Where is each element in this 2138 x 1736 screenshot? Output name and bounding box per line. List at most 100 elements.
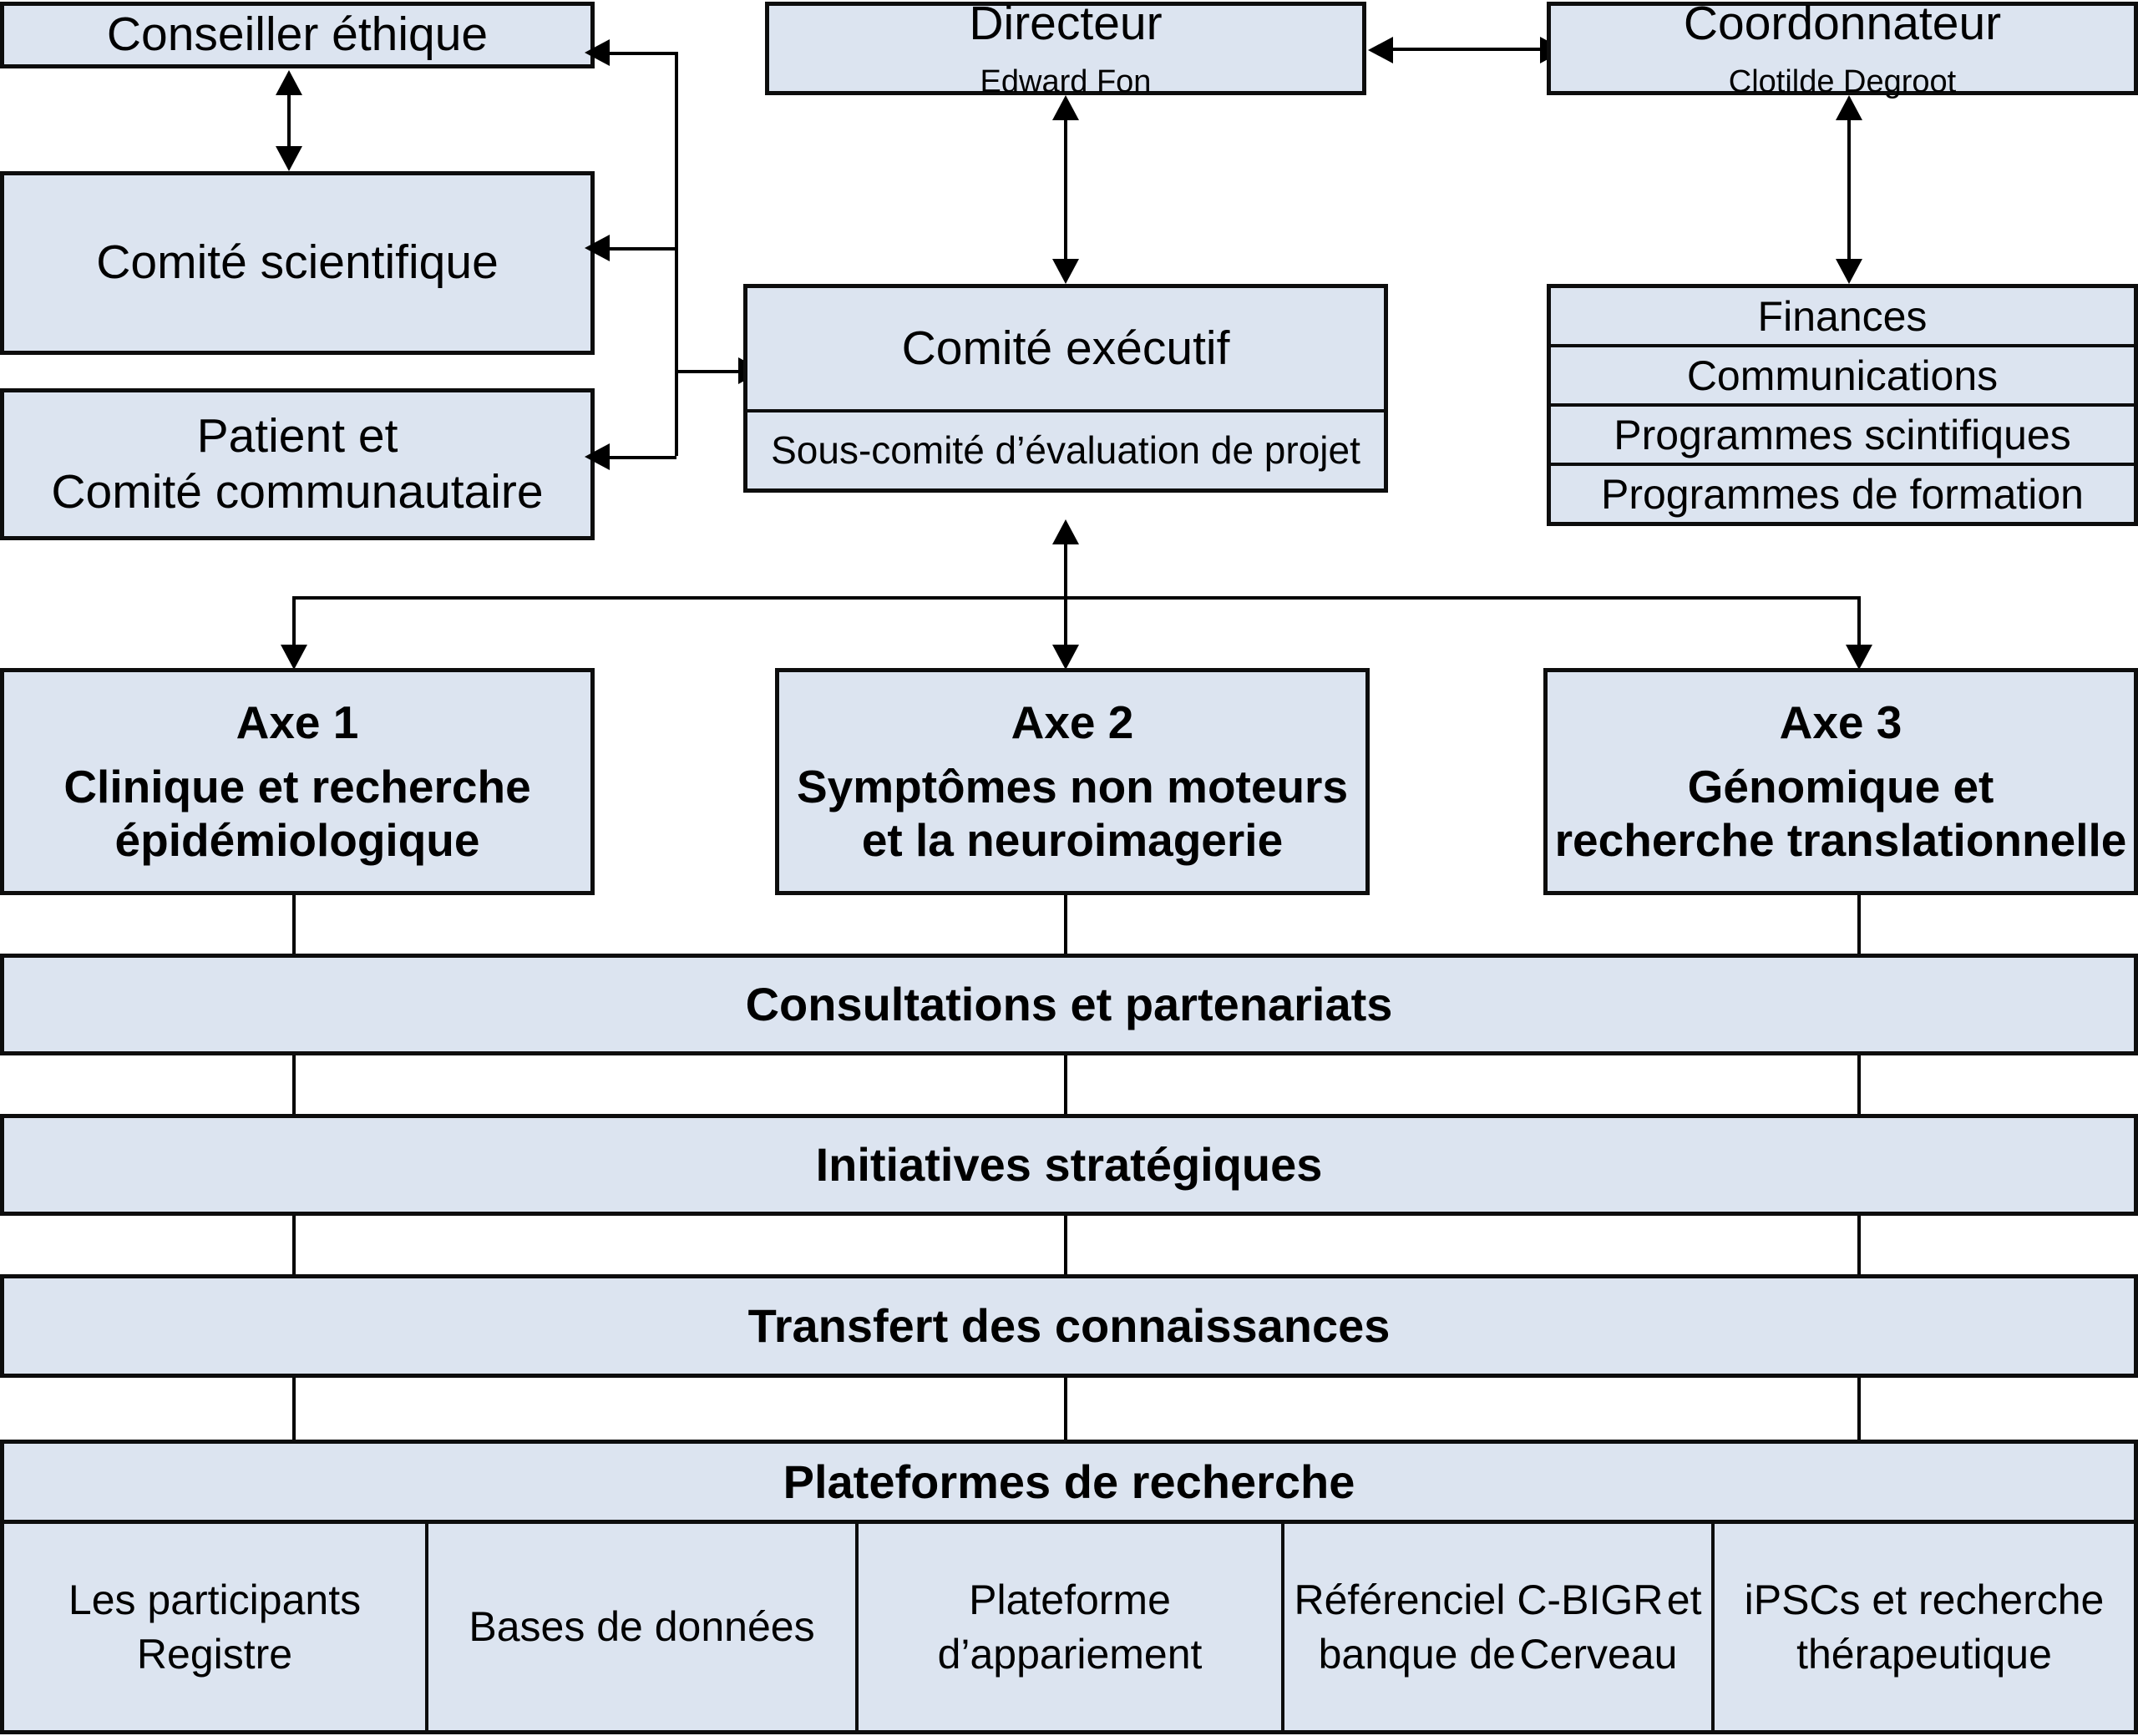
coordinator-unit-training-programs[interactable]: Programmes de formation	[1551, 466, 2134, 522]
band-label: Consultations et partenariats	[745, 977, 1393, 1030]
platform-label-line2: d’appariement	[937, 1630, 1203, 1678]
arrowhead-up-subcommittee	[1052, 519, 1079, 544]
coordinator-units-stack: Finances Communications Programmes scint…	[1547, 284, 2138, 526]
connector-ethics-scientific	[287, 92, 291, 149]
arrowhead-down-axe1	[281, 645, 307, 670]
coordinator-unit-label: Programmes de formation	[1600, 470, 2084, 518]
patient-committee-label-line1: Patient et	[196, 408, 398, 463]
patient-committee-label-line2: Comité communautaire	[51, 465, 544, 519]
band-label: Initiatives stratégiques	[815, 1137, 1323, 1191]
connector-director-coordinator	[1393, 48, 1542, 51]
platform-label-line2: Registre	[136, 1630, 293, 1678]
axe-3-number: Axe 3	[1779, 696, 1902, 748]
platform-label-line3: Cerveau	[1519, 1630, 1678, 1678]
platform-ipscs-therapeutic[interactable]: iPSCs et recherche thérapeutique	[1715, 1524, 2134, 1730]
project-subcommittee-label: Sous-comité d’évaluation de projet	[771, 428, 1360, 473]
box-axe-1[interactable]: Axe 1 Clinique et recherche épidémiologi…	[0, 668, 595, 895]
executive-committee-title-area: Comité exécutif	[747, 288, 1384, 412]
connector-director-executive	[1064, 119, 1067, 261]
arrowhead-up-coordinator	[1836, 95, 1862, 120]
arrowhead-left-patient	[585, 443, 610, 470]
platform-participants-registry[interactable]: Les participants Registre	[4, 1524, 428, 1730]
band-label: Transfert des connaissances	[747, 1298, 1391, 1352]
platform-label-line1: Plateforme	[969, 1576, 1171, 1623]
platform-label-line2: thérapeutique	[1796, 1630, 2052, 1678]
axe-1-line2: épidémiologique	[114, 814, 480, 867]
box-coordinator[interactable]: Coordonnateur Clotilde Degroot	[1547, 0, 2138, 99]
ethics-advisor-label: Conseiller éthique	[106, 8, 489, 62]
coordinator-unit-communications[interactable]: Communications	[1551, 347, 2134, 407]
box-scientific-committee[interactable]: Comité scientifique	[0, 171, 595, 355]
tie-band3-to-platforms	[292, 1376, 296, 1441]
tie-band2-to-band3-center	[1064, 1212, 1067, 1279]
tie-band2-to-band3	[292, 1212, 296, 1279]
tie-band2-to-band3-right	[1857, 1212, 1861, 1279]
arrowhead-down-executive	[1052, 259, 1079, 284]
arrowhead-left-ethics	[585, 39, 610, 66]
box-axe-2[interactable]: Axe 2 Symptômes non moteurs et la neuroi…	[775, 668, 1370, 895]
connector-bus-down-axe2	[1064, 596, 1067, 648]
box-axe-3[interactable]: Axe 3 Génomique et recherche translation…	[1543, 668, 2138, 895]
band-strategic-initiatives[interactable]: Initiatives stratégiques	[0, 1114, 2138, 1216]
tie-axe3-to-bands	[1857, 895, 1861, 955]
tie-band1-to-band2	[292, 1054, 296, 1117]
arrowhead-up-ethics	[276, 70, 302, 95]
coordinator-unit-label: Programmes scintifiques	[1614, 411, 2071, 458]
axe-2-number: Axe 2	[1011, 696, 1134, 748]
arrowhead-up-director	[1052, 95, 1079, 120]
platform-matching[interactable]: Plateforme d’appariement	[859, 1524, 1284, 1730]
arrowhead-down-axe2	[1052, 645, 1079, 670]
box-director[interactable]: Directeur Edward Fon	[765, 0, 1366, 99]
band-consultations-partnerships[interactable]: Consultations et partenariats	[0, 954, 2138, 1055]
coordinator-name-label: Clotilde Degroot	[1728, 64, 1957, 100]
director-role-label: Directeur	[969, 0, 1163, 50]
connector-coordinator-units	[1847, 119, 1851, 261]
axe-1-line1: Clinique et recherche	[63, 760, 531, 812]
platform-label-line2: et banque de	[1318, 1576, 1702, 1678]
platforms-title-label: Plateformes de recherche	[783, 1455, 1355, 1508]
project-subcommittee-area[interactable]: Sous-comité d’évaluation de projet	[747, 412, 1384, 488]
band-knowledge-transfer[interactable]: Transfert des connaissances	[0, 1274, 2138, 1378]
platform-cbigr-brain-bank[interactable]: Référenciel C-BIGR et banque de Cerveau	[1284, 1524, 1715, 1730]
axe-2-line2: et la neuroimagerie	[861, 814, 1284, 867]
box-patient-community-committee[interactable]: Patient et Comité communautaire	[0, 388, 595, 540]
axe-3-line2: recherche translationnelle	[1554, 814, 2127, 867]
coordinator-unit-scientific-programs[interactable]: Programmes scintifiques	[1551, 407, 2134, 466]
platform-label-line1: Référenciel C-BIGR	[1294, 1576, 1664, 1623]
arrowhead-down-units	[1836, 259, 1862, 284]
tie-axe1-to-bands	[292, 895, 296, 955]
tie-axe2-to-bands	[1064, 895, 1067, 955]
connector-to-patient	[610, 456, 676, 459]
platform-label-line1: iPSCs et recherche	[1744, 1576, 2105, 1623]
coordinator-unit-finances[interactable]: Finances	[1551, 288, 2134, 347]
tie-band3-to-platforms-center	[1064, 1376, 1067, 1441]
connector-axes-to-executive	[1064, 543, 1067, 598]
box-executive-committee[interactable]: Comité exécutif Sous-comité d’évaluation…	[743, 284, 1388, 493]
executive-committee-label: Comité exécutif	[901, 321, 1230, 376]
platform-databases[interactable]: Bases de données	[428, 1524, 859, 1730]
platform-label-line1: Les participants	[68, 1576, 362, 1623]
axe-1-number: Axe 1	[236, 696, 359, 748]
tie-band1-to-band2-center	[1064, 1054, 1067, 1117]
axes-distribution-bus	[292, 596, 1861, 600]
director-name-label: Edward Fon	[980, 64, 1152, 100]
arrowhead-down-scientific	[276, 146, 302, 171]
box-ethics-advisor[interactable]: Conseiller éthique	[0, 2, 595, 68]
connector-to-scientific	[610, 247, 676, 251]
tie-band1-to-band2-right	[1857, 1054, 1861, 1117]
coordinator-unit-label: Communications	[1686, 352, 1999, 399]
connector-left-bus-vertical	[675, 52, 678, 456]
connector-bus-down-axe3	[1857, 596, 1861, 648]
platform-label-line1: Bases de données	[469, 1603, 815, 1650]
tie-band3-to-platforms-right	[1857, 1376, 1861, 1441]
connector-bus-to-executive	[675, 370, 740, 373]
connector-to-ethics	[610, 52, 676, 55]
arrowhead-left-director	[1368, 37, 1393, 63]
platforms-columns: Les participants Registre Bases de donné…	[4, 1524, 2134, 1730]
coordinator-unit-label: Finances	[1757, 292, 1928, 340]
axe-2-line1: Symptômes non moteurs	[796, 760, 1349, 812]
scientific-committee-label: Comité scientifique	[96, 235, 499, 290]
coordinator-role-label: Coordonnateur	[1683, 0, 2002, 50]
connector-bus-down-axe1	[292, 596, 296, 648]
